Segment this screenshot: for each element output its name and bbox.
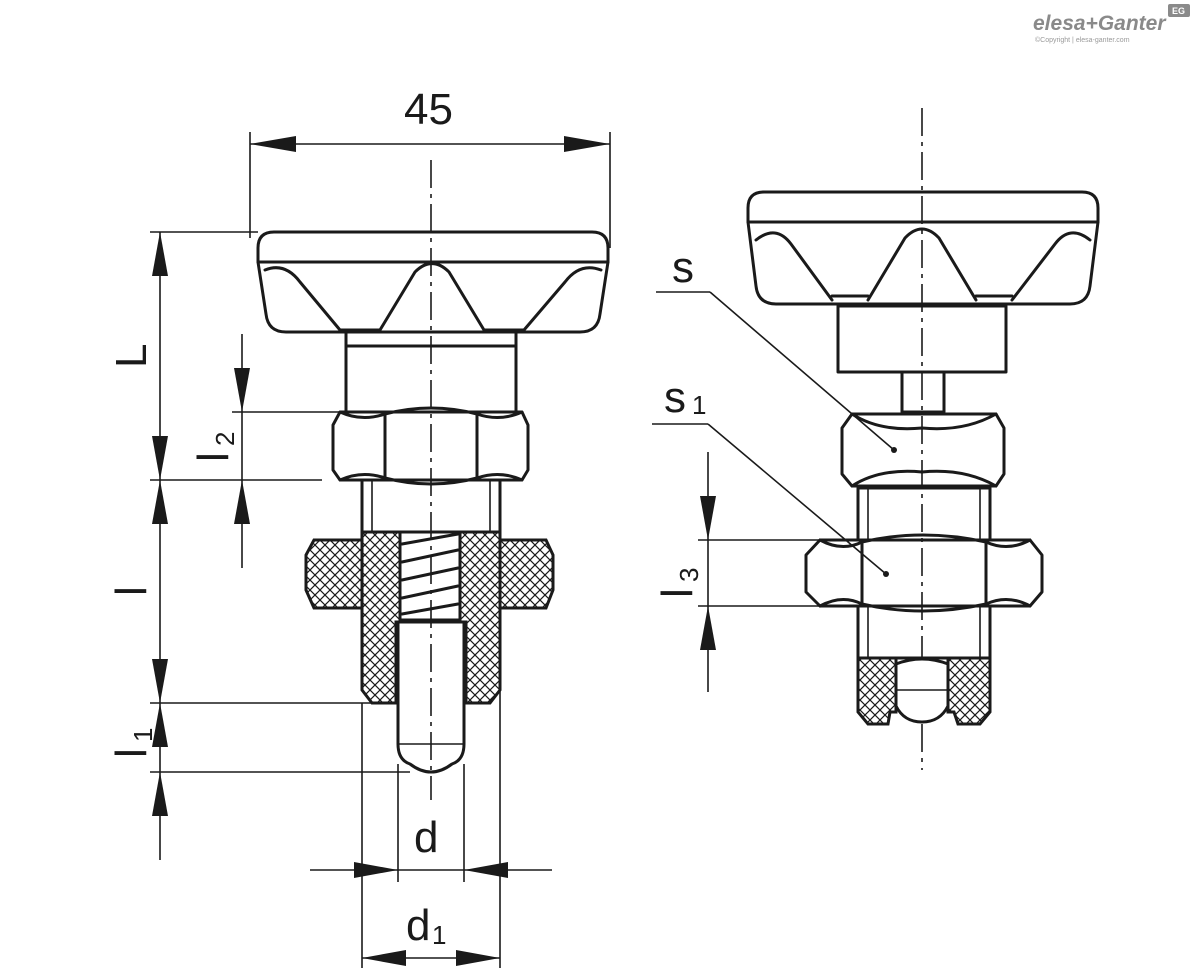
dim-L-arrow-top bbox=[152, 232, 168, 276]
right-hex-upper-chamfer-top bbox=[850, 412, 998, 431]
right-dimensions: s s 1 l 3 bbox=[652, 243, 895, 692]
dim-l-label: l bbox=[107, 586, 156, 596]
dim-45-label: 45 bbox=[404, 85, 453, 134]
dim-d1-subscript: 1 bbox=[432, 920, 446, 950]
left-dimensions: 45 L l l 1 l 2 d bbox=[107, 85, 611, 968]
right-hex-lower-chamfer-bottom bbox=[818, 598, 1032, 613]
right-body-lower bbox=[856, 604, 992, 660]
dim-l1-arrow-bottom bbox=[152, 772, 168, 816]
left-knob-top bbox=[256, 230, 610, 264]
left-locknut-right-section bbox=[498, 538, 555, 610]
left-locknut-left-section bbox=[304, 538, 364, 610]
left-spring-chamber bbox=[398, 530, 462, 622]
dim-L-arrow-bottom bbox=[152, 436, 168, 480]
right-sleeve-section-l bbox=[856, 656, 898, 726]
right-knob-lobe-1 bbox=[754, 231, 834, 302]
left-knob-lobe-1 bbox=[263, 266, 342, 332]
logo-badge: EG bbox=[1172, 6, 1185, 16]
dim-45-arrow-l bbox=[250, 136, 296, 152]
right-knob-lobe-2 bbox=[866, 227, 978, 302]
dim-d-arrow-r bbox=[464, 862, 508, 878]
dim-45-arrow-r bbox=[564, 136, 610, 152]
right-knob-lobe-3 bbox=[1010, 231, 1092, 302]
right-knob-body bbox=[746, 220, 1100, 306]
right-shaft bbox=[900, 370, 946, 414]
leader-s1-line bbox=[707, 423, 887, 575]
right-hex-lower-chamfer-top bbox=[818, 533, 1032, 548]
dim-l3-arrow-top bbox=[700, 496, 716, 540]
left-sleeve-section-l bbox=[360, 530, 402, 705]
label-s1-subscript: 1 bbox=[692, 390, 706, 420]
dim-l3-subscript: 3 bbox=[674, 568, 704, 582]
label-s: s bbox=[672, 243, 694, 292]
right-view-exterior bbox=[746, 108, 1100, 770]
left-sleeve-section-r bbox=[458, 530, 502, 705]
left-knob-lobe-3 bbox=[522, 266, 603, 332]
left-view-section bbox=[256, 160, 610, 800]
dim-l-arrow-top bbox=[152, 480, 168, 524]
logo-copyright: ©Copyright | elesa-ganter.com bbox=[1035, 36, 1130, 44]
right-knob-top bbox=[746, 190, 1100, 224]
dim-d1-arrow-r bbox=[456, 950, 500, 966]
dim-l3-label: l bbox=[653, 588, 702, 598]
logo-badge-bg bbox=[1168, 4, 1190, 17]
logo-text: elesa+Ganter bbox=[1033, 12, 1167, 35]
dim-l3-arrow-bottom bbox=[700, 606, 716, 650]
dim-d1-arrow-l bbox=[362, 950, 406, 966]
dim-l2-arrow-bottom bbox=[234, 480, 250, 524]
right-sleeve-section-r bbox=[946, 656, 992, 726]
dim-d1-label: d bbox=[406, 901, 430, 950]
dim-l2-arrow-top bbox=[234, 368, 250, 412]
dim-l-arrow-bottom bbox=[152, 659, 168, 703]
leader-s-line bbox=[709, 291, 895, 451]
dim-d-label: d bbox=[414, 813, 438, 862]
right-body-upper bbox=[856, 486, 992, 542]
left-knob-body bbox=[256, 260, 610, 334]
dim-L-label: L bbox=[107, 344, 156, 368]
dim-l1-label: l bbox=[107, 748, 156, 758]
right-hex-nut-upper bbox=[840, 412, 1006, 488]
dim-d-arrow-l bbox=[354, 862, 398, 878]
dim-l2-label: l bbox=[189, 452, 238, 462]
left-knob-lobe-2 bbox=[378, 262, 486, 332]
brand-logo: elesa+Ganter EG ©Copyright | elesa-gante… bbox=[1033, 4, 1190, 44]
dim-l1-arrow-top bbox=[152, 703, 168, 747]
right-hex-upper-chamfer-bottom bbox=[850, 469, 998, 488]
left-spring bbox=[400, 532, 460, 616]
dim-l2-subscript: 2 bbox=[210, 432, 240, 446]
right-hex-nut-lower bbox=[804, 538, 1044, 608]
dim-l1-subscript: 1 bbox=[128, 728, 158, 742]
label-s1: s bbox=[664, 373, 686, 422]
